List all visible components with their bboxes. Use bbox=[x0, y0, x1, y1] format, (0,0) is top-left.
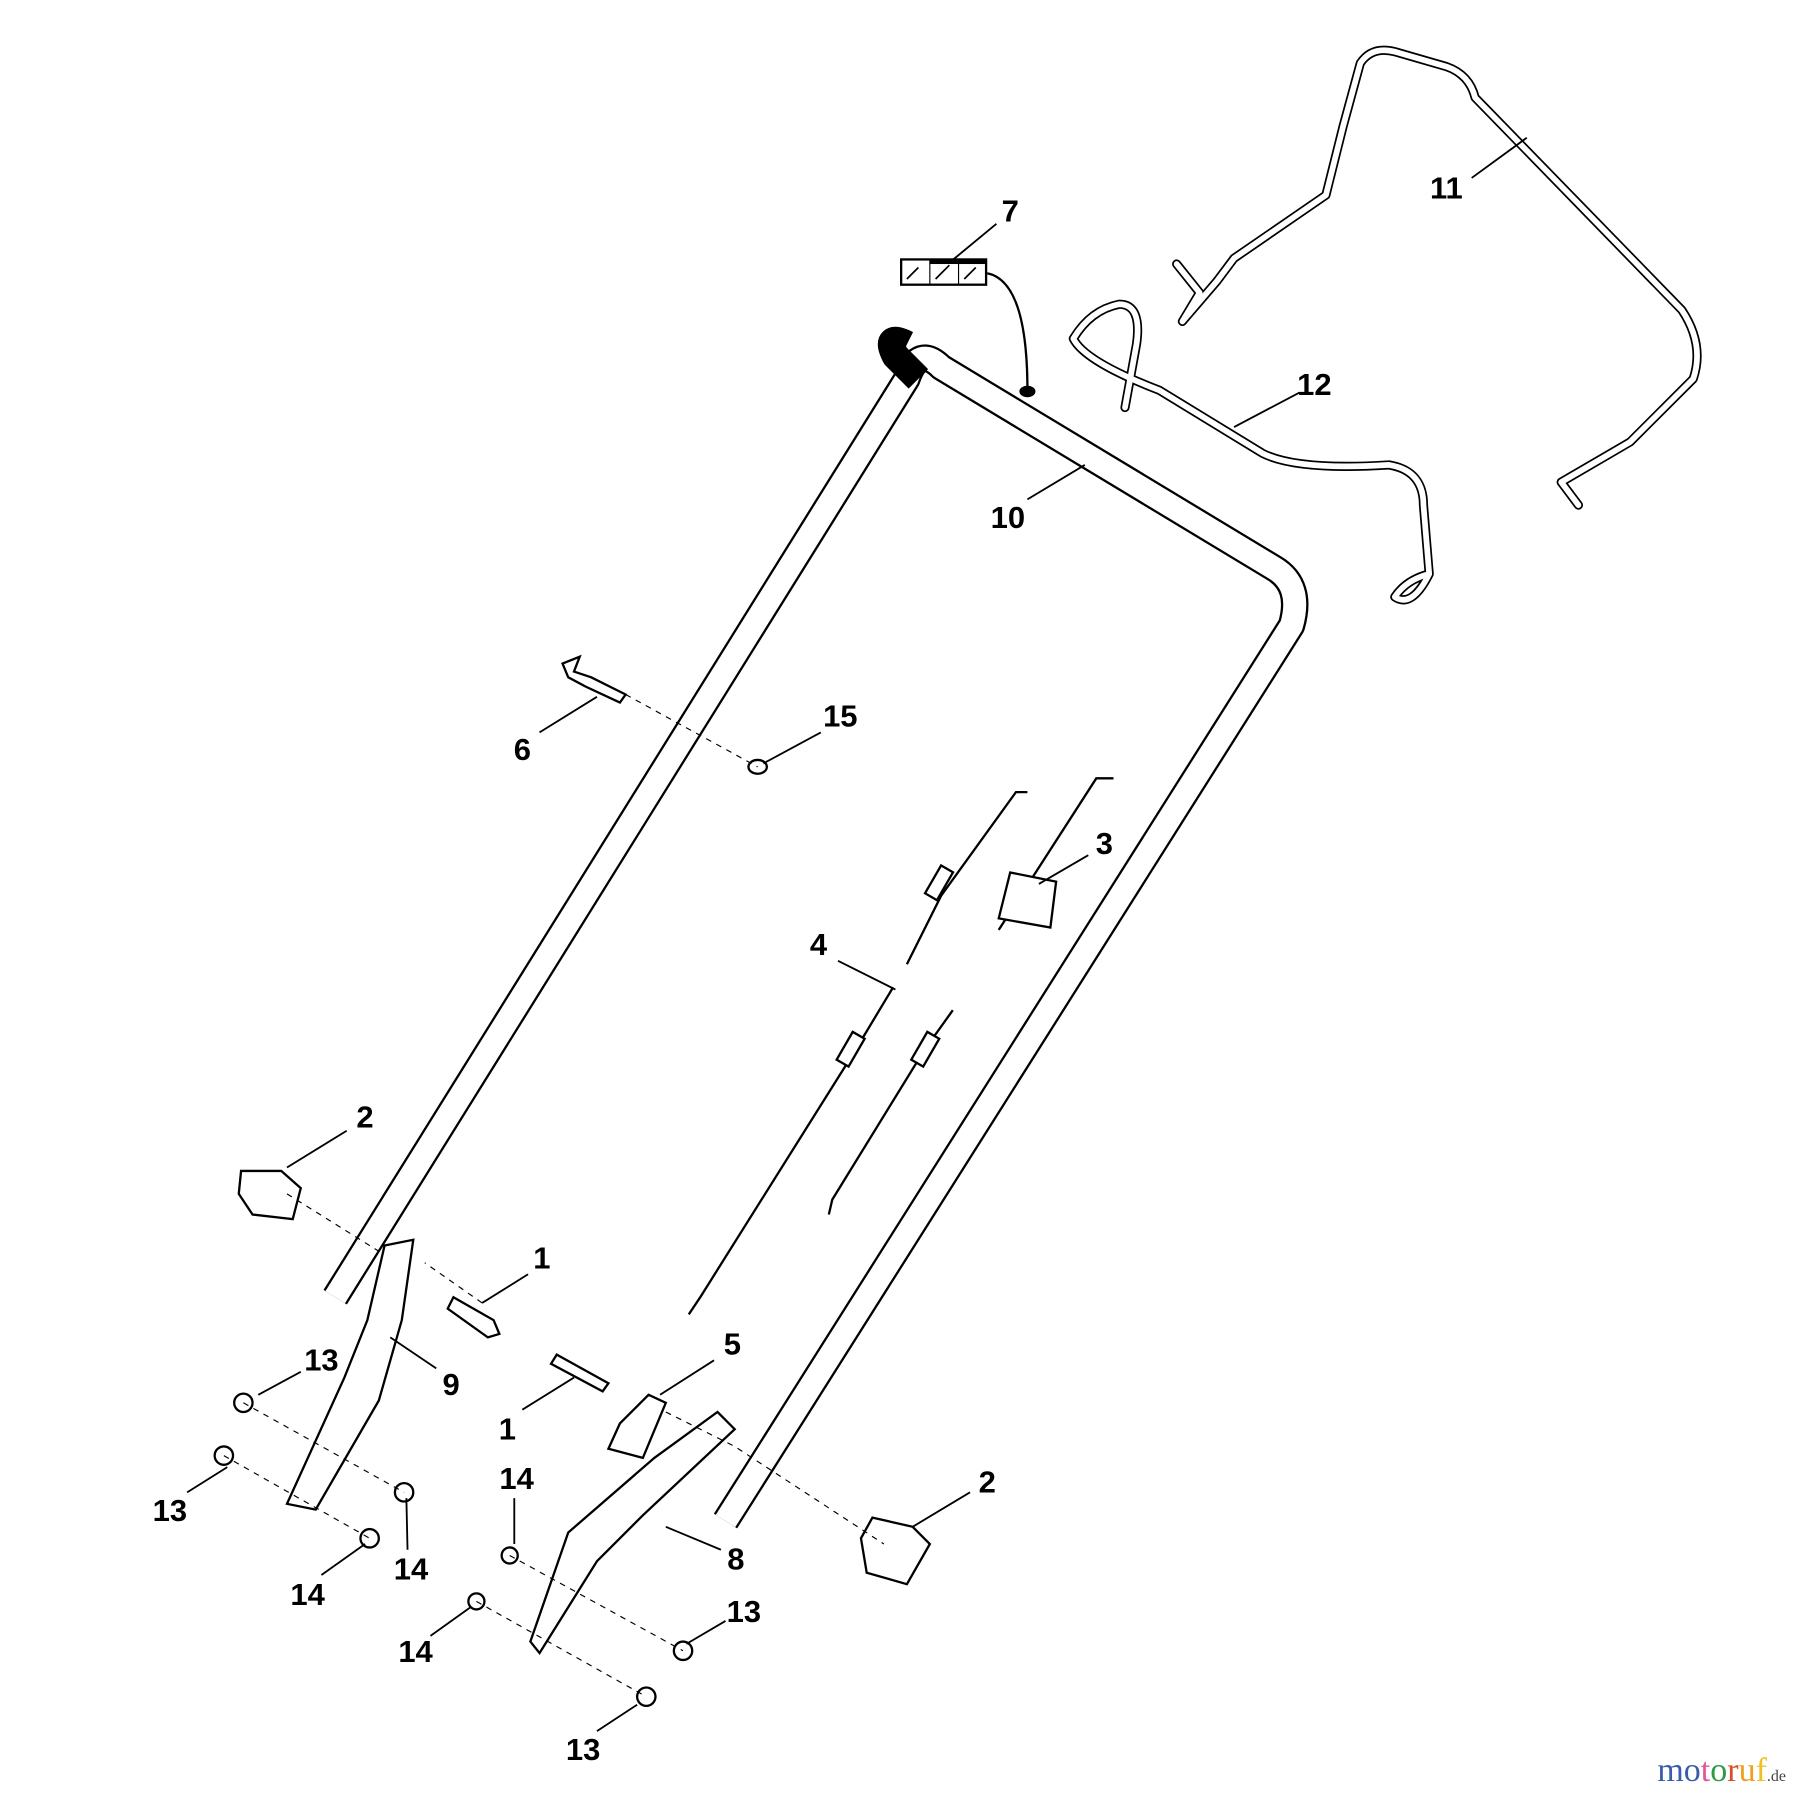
callout-10: 10 bbox=[991, 500, 1025, 535]
callout-labels: 7 11 12 10 15 6 3 4 2 1 5 13 9 1 14 2 13… bbox=[153, 171, 1463, 1767]
callout-8: 8 bbox=[727, 1541, 744, 1576]
part-9-bracket bbox=[285, 1238, 415, 1511]
callout-13: 13 bbox=[153, 1493, 187, 1528]
callout-3: 3 bbox=[1096, 826, 1113, 861]
part-5-cover bbox=[606, 1393, 668, 1460]
watermark-logo: motoruf.de bbox=[1657, 1752, 1786, 1789]
callout-9: 9 bbox=[443, 1367, 460, 1402]
callout-4: 4 bbox=[810, 927, 828, 962]
part-2-knob bbox=[237, 1169, 303, 1221]
part-11-control-bar bbox=[1172, 45, 1702, 510]
callout-14: 14 bbox=[394, 1552, 429, 1587]
callout-2: 2 bbox=[979, 1464, 996, 1499]
part-4-cables bbox=[687, 777, 1114, 1316]
callout-14: 14 bbox=[398, 1634, 433, 1669]
callout-7: 7 bbox=[1002, 194, 1019, 229]
callout-1: 1 bbox=[533, 1240, 550, 1275]
part-10-handle bbox=[323, 326, 1309, 1529]
part-6-screw bbox=[560, 654, 628, 704]
callout-14: 14 bbox=[290, 1577, 325, 1612]
callout-leaders bbox=[186, 137, 1528, 1732]
callout-13: 13 bbox=[566, 1732, 600, 1767]
callout-13: 13 bbox=[304, 1343, 338, 1378]
callout-1: 1 bbox=[499, 1412, 516, 1447]
part-7-warning-label bbox=[900, 258, 1036, 398]
part-12-control-bar bbox=[1068, 299, 1434, 605]
callout-14: 14 bbox=[499, 1461, 534, 1496]
callout-2: 2 bbox=[356, 1099, 373, 1134]
callout-12: 12 bbox=[1297, 367, 1331, 402]
part-8-bracket bbox=[529, 1410, 737, 1656]
part-1-bolt bbox=[446, 1295, 501, 1339]
callout-6: 6 bbox=[514, 732, 531, 767]
fasteners bbox=[213, 1392, 694, 1708]
part-3-cable-clip bbox=[997, 871, 1058, 929]
callout-5: 5 bbox=[724, 1327, 741, 1362]
part-1-bolt bbox=[549, 1353, 611, 1393]
callout-15: 15 bbox=[823, 699, 857, 734]
callout-11: 11 bbox=[1430, 171, 1463, 206]
part-2-knob bbox=[859, 1516, 932, 1586]
callout-13: 13 bbox=[727, 1594, 761, 1629]
